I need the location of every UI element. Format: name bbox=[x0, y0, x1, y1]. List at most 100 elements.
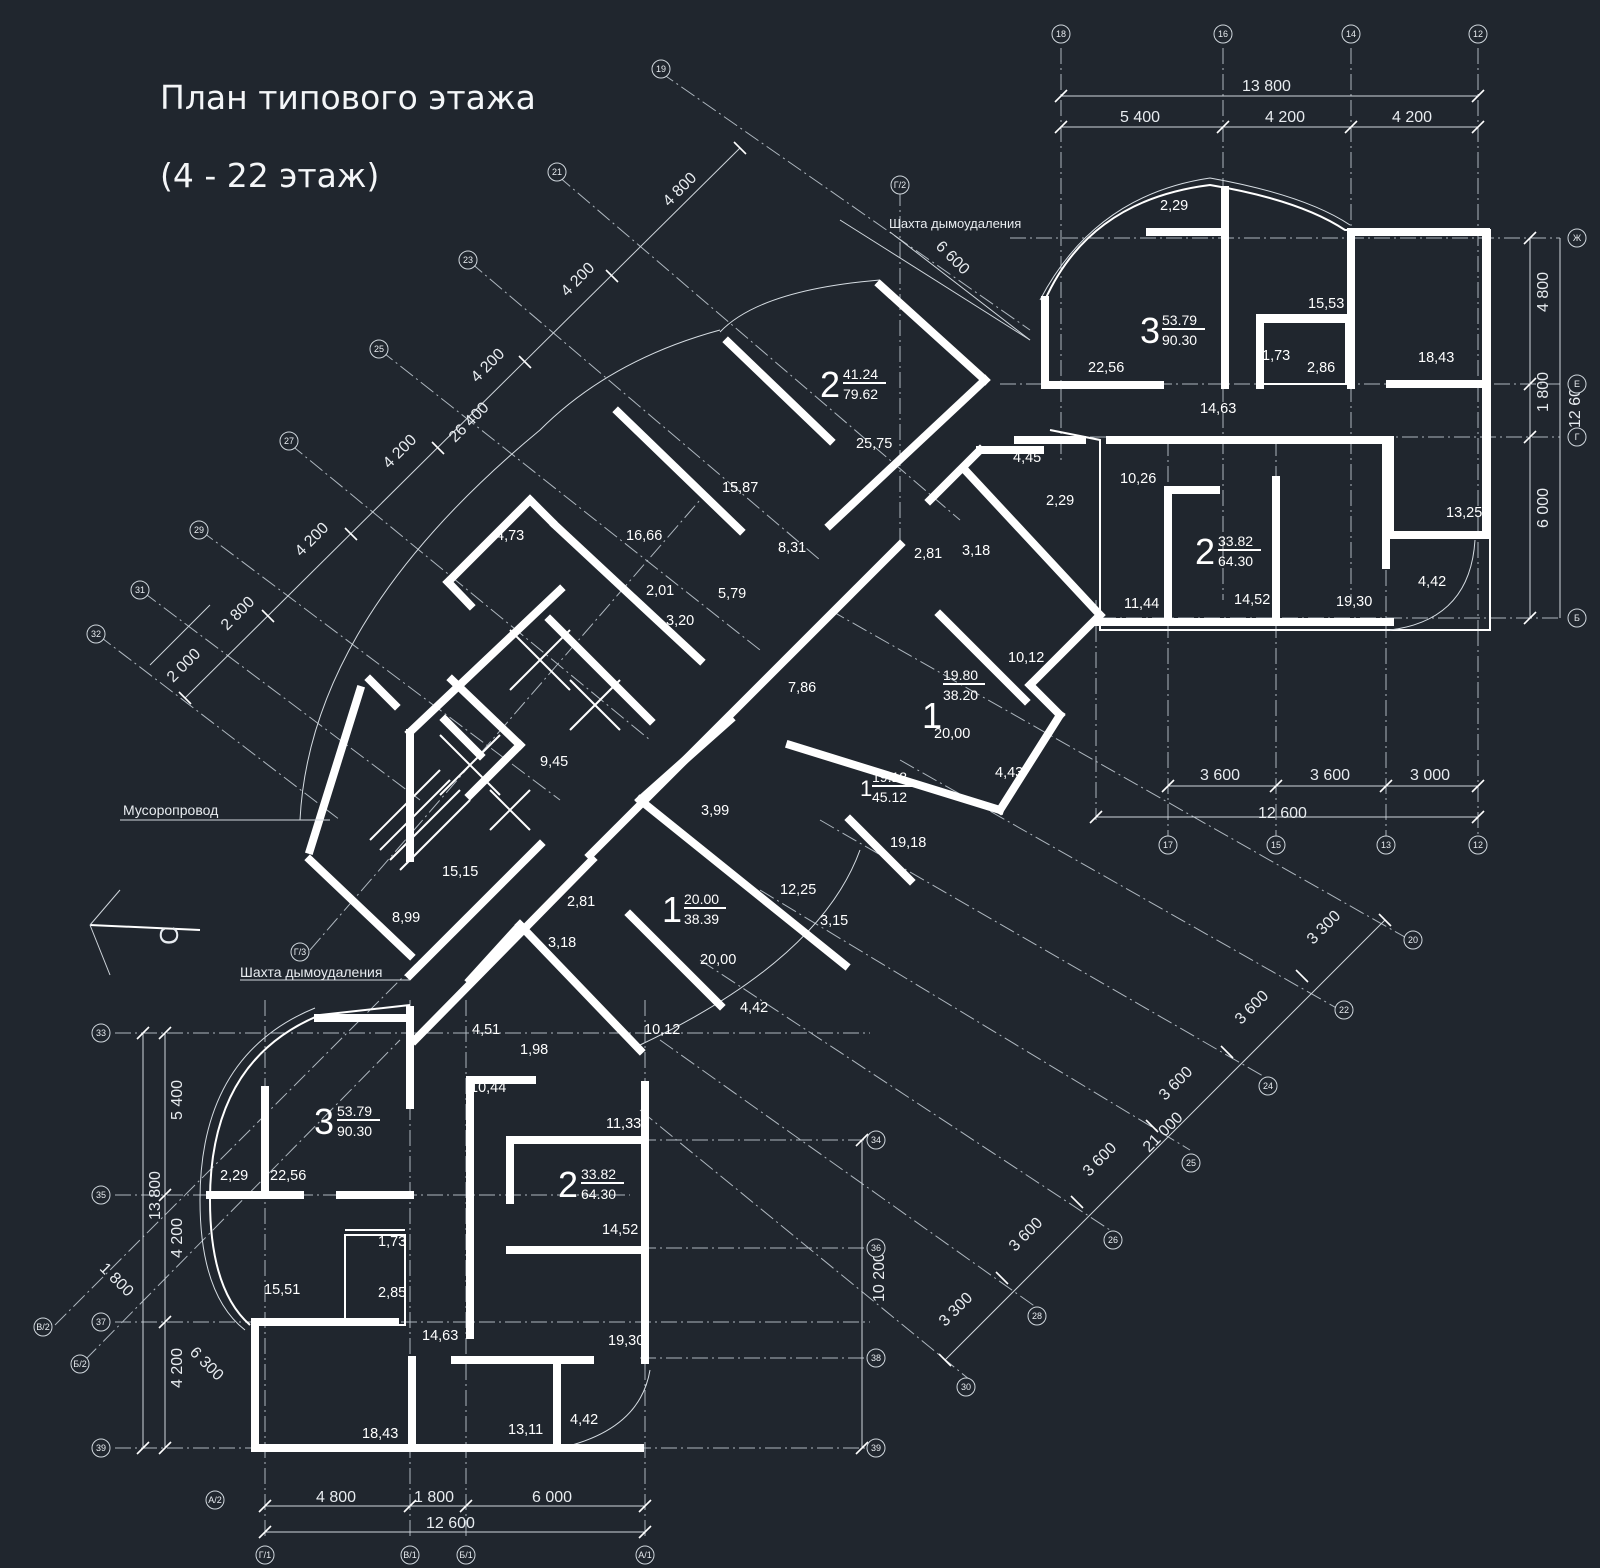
apt-living-area: 33.82 bbox=[1218, 533, 1253, 549]
apt-rooms: 1 bbox=[922, 695, 942, 736]
room-area: 1,73 bbox=[378, 1234, 406, 1250]
apt-living-area: 41.24 bbox=[843, 366, 878, 382]
room-area: 2,81 bbox=[914, 546, 942, 562]
room-area: 25,75 bbox=[856, 436, 892, 452]
axis-bubble: Б bbox=[1567, 608, 1587, 628]
room-area: 16,66 bbox=[626, 528, 662, 544]
room-areas: 2,29 15,53 22,56 1,73 2,86 18,43 14,63 2… bbox=[220, 198, 1482, 1442]
svg-text:22: 22 bbox=[1339, 1005, 1349, 1015]
smoke-shaft-label-bottom: Шахта дымоудаления bbox=[240, 964, 382, 980]
room-area: 3,18 bbox=[548, 935, 576, 951]
dimension-value: 4 200 bbox=[468, 345, 508, 385]
svg-text:Б/1: Б/1 bbox=[459, 1550, 472, 1560]
apartment-tag: 3 53.79 90.30 bbox=[314, 1101, 380, 1142]
axis-bubble: 13 bbox=[1376, 835, 1396, 855]
room-area: 20,00 bbox=[700, 952, 736, 968]
axis-bubble: 29 bbox=[189, 520, 209, 540]
axis-bubble: А/1 bbox=[635, 1545, 655, 1565]
dimension-value: 13 800 bbox=[1242, 78, 1291, 95]
axis-bubble: 34 bbox=[866, 1130, 886, 1150]
dimension-value: 4 200 bbox=[169, 1348, 186, 1388]
svg-text:19: 19 bbox=[656, 64, 666, 74]
room-area: 18,43 bbox=[1418, 350, 1454, 366]
svg-text:37: 37 bbox=[96, 1317, 106, 1327]
svg-text:13: 13 bbox=[1381, 840, 1391, 850]
dimension-value: 13 800 bbox=[147, 1171, 164, 1220]
dimension-value: 4 200 bbox=[292, 519, 332, 559]
svg-text:18: 18 bbox=[1056, 29, 1066, 39]
axis-bubble: Е bbox=[1567, 374, 1587, 394]
dimension-value: 4 800 bbox=[1535, 272, 1552, 312]
axis-bubble: 22 bbox=[1334, 1000, 1354, 1020]
apartment-tag: 2 33.82 64.30 bbox=[558, 1164, 624, 1205]
room-area: 3,15 bbox=[820, 913, 848, 929]
apt-total-area: 79.62 bbox=[843, 386, 878, 402]
axis-bubble: 23 bbox=[458, 250, 478, 270]
dimension-value: 12 600 bbox=[1258, 805, 1307, 822]
svg-text:17: 17 bbox=[1163, 840, 1173, 850]
room-area: 18,43 bbox=[362, 1426, 398, 1442]
apt-rooms: 2 bbox=[1195, 531, 1215, 572]
axis-bubble: Ж bbox=[1567, 228, 1587, 248]
room-area: 14,63 bbox=[1200, 401, 1236, 417]
room-area: 2,29 bbox=[220, 1168, 248, 1184]
axis-bubble: Г/2 bbox=[890, 175, 910, 195]
axis-bubble: 25 bbox=[369, 339, 389, 359]
dimension-value: 4 200 bbox=[169, 1218, 186, 1258]
page-title: План типового этажа bbox=[160, 78, 536, 117]
dimension-value: 2 000 bbox=[164, 645, 204, 685]
room-area: 8,31 bbox=[778, 540, 806, 556]
dimension-value: 3 600 bbox=[1006, 1214, 1046, 1254]
axis-bubble: 18 bbox=[1051, 24, 1071, 44]
apt-total-area: 64.30 bbox=[1218, 553, 1253, 569]
apt-total-area: 38.39 bbox=[684, 911, 719, 927]
page-subtitle: (4 - 22 этаж) bbox=[160, 156, 380, 195]
axis-bubble: 17 bbox=[1158, 835, 1178, 855]
svg-text:32: 32 bbox=[91, 629, 101, 639]
axis-bubble: 31 bbox=[130, 580, 150, 600]
room-area: 2,85 bbox=[378, 1285, 406, 1301]
room-area: 15,53 bbox=[1308, 296, 1344, 312]
room-area: 13,25 bbox=[1446, 505, 1482, 521]
axis-bubble: Г bbox=[1567, 427, 1587, 447]
dimension-value: 5 400 bbox=[1120, 109, 1160, 126]
room-area: 22,56 bbox=[270, 1168, 306, 1184]
apartment-tag: 2 41.24 79.62 bbox=[820, 364, 886, 405]
axis-bubble: Г/1 bbox=[255, 1545, 275, 1565]
apartment-tag: 1 19.18 45.12 bbox=[860, 769, 914, 805]
room-area: 15,51 bbox=[264, 1282, 300, 1298]
svg-text:25: 25 bbox=[374, 344, 384, 354]
apt-rooms: 3 bbox=[1140, 310, 1160, 351]
dimension-value: 4 800 bbox=[316, 1489, 356, 1506]
room-area: 3,20 bbox=[666, 613, 694, 629]
apartment-tag: 1 19.80 38.20 bbox=[922, 667, 985, 736]
dimension-lines bbox=[136, 89, 1561, 1539]
svg-text:26: 26 bbox=[1108, 1235, 1118, 1245]
axis-bubble: 19 bbox=[651, 59, 671, 79]
axis-bubbles: 18 16 14 12 Ж Е Г Б 17 15 13 12 19 21 23… bbox=[33, 24, 1587, 1565]
dimension-value: 3 600 bbox=[1080, 1139, 1120, 1179]
apt-total-area: 64.30 bbox=[581, 1186, 616, 1202]
apt-total-area: 45.12 bbox=[872, 789, 907, 805]
axis-bubble: 36 bbox=[866, 1238, 886, 1258]
svg-text:34: 34 bbox=[871, 1135, 881, 1145]
room-area: 2,01 bbox=[646, 583, 674, 599]
room-area: 3,18 bbox=[962, 543, 990, 559]
room-area: 12,25 bbox=[780, 882, 816, 898]
svg-text:Г/2: Г/2 bbox=[894, 180, 906, 190]
dimension-value: 4 200 bbox=[1265, 109, 1305, 126]
svg-text:Г/1: Г/1 bbox=[259, 1550, 271, 1560]
room-area: 14,52 bbox=[602, 1222, 638, 1238]
axis-bubble: Г/3 bbox=[290, 942, 310, 962]
room-area: 10,26 bbox=[1120, 471, 1156, 487]
svg-text:21: 21 bbox=[552, 167, 562, 177]
apt-living-area: 53.79 bbox=[1162, 312, 1197, 328]
room-area: 10,12 bbox=[1008, 650, 1044, 666]
axis-bubble: 15 bbox=[1266, 835, 1286, 855]
svg-text:Ж: Ж bbox=[1573, 233, 1582, 243]
room-area: 19,30 bbox=[1336, 594, 1372, 610]
room-area: 10,44 bbox=[470, 1080, 506, 1096]
apt-rooms: 3 bbox=[314, 1101, 334, 1142]
apt-living-area: 19.80 bbox=[943, 667, 978, 683]
